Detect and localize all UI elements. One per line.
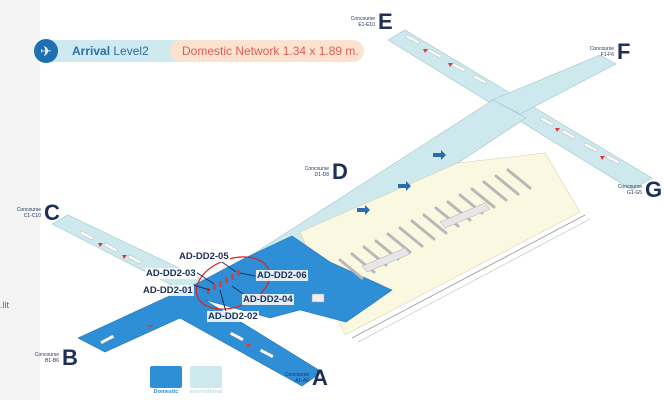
arrival-label: Arrival: [72, 44, 111, 58]
gate-label-02: AD-DD2-02: [207, 311, 259, 322]
concourse-range-text: F1-F6: [600, 52, 614, 58]
concourse-range-text: A1-A6: [295, 378, 309, 384]
concourse-range-text: G1-G5: [626, 190, 642, 196]
direction-arrow-icons: [357, 150, 446, 215]
concourse-range-text: B1-B6: [45, 358, 59, 364]
gate-markers: [98, 49, 605, 348]
concourse-label-text: Concourse: [350, 16, 375, 22]
header-banner: ✈ Arrival Level2 Domestic Network 1.34 x…: [34, 39, 364, 63]
baggage-belt: [439, 202, 491, 229]
side-link[interactable]: .lit: [0, 300, 9, 310]
network-pill: [170, 40, 364, 62]
concourse-label-text: Concourse: [34, 352, 59, 358]
gate-label-05: AD-DD2-05: [178, 251, 230, 262]
concourse-e-letter: E: [378, 9, 393, 34]
concourse-d-letter: D: [332, 159, 348, 184]
legend-international-label: International: [189, 389, 223, 395]
legend-international-swatch: [190, 366, 222, 388]
concourse-label-text: Concourse: [617, 184, 642, 190]
concourse-label-text: Concourse: [304, 166, 329, 172]
gate-label-04: AD-DD2-04: [242, 294, 294, 305]
concourse-range-text: C1-C10: [23, 213, 41, 219]
terminal-road-line: [357, 218, 591, 343]
arrival-pill: [40, 40, 190, 62]
baggage-belt: [361, 247, 411, 273]
arrival-level-label: Arrival Level2: [72, 44, 149, 58]
concourse-range-text: E1-E10: [358, 22, 375, 28]
concourse-label-text: Concourse: [16, 207, 41, 213]
domestic-area: [77, 235, 393, 387]
terminal-road-line: [351, 214, 586, 339]
kiosk: [311, 293, 325, 303]
highlighted-gates: [207, 270, 240, 294]
aircraft-stands: [79, 34, 620, 359]
airplane-arrival-icon: ✈: [34, 39, 58, 63]
network-label: Domestic Network 1.34 x 1.89 m.: [182, 44, 359, 58]
legend-domestic-label: Domestic: [153, 389, 179, 395]
legend-domestic-swatch: [150, 366, 182, 388]
gate-label-03: AD-DD2-03: [145, 268, 197, 279]
concourse-a-letter: A: [312, 365, 328, 390]
concourse-f-arm: [491, 54, 617, 115]
concourse-f-letter: F: [617, 39, 631, 64]
left-panel: [0, 0, 40, 400]
concourse-range-text: D1-D8: [314, 172, 329, 178]
concourse-c-letter: C: [44, 200, 60, 225]
level-label: Level2: [113, 44, 149, 58]
concourse-g-letter: G: [645, 177, 663, 202]
concourse-b-letter: B: [62, 345, 78, 370]
concourse-label-text: Concourse: [284, 372, 309, 378]
gate-label-06: AD-DD2-06: [256, 270, 308, 281]
gate-label-01: AD-DD2-01: [142, 285, 194, 296]
check-in-rows: [338, 168, 532, 280]
gate-pointer-lines: [192, 261, 256, 313]
concourse-label-text: Concourse: [589, 46, 614, 52]
